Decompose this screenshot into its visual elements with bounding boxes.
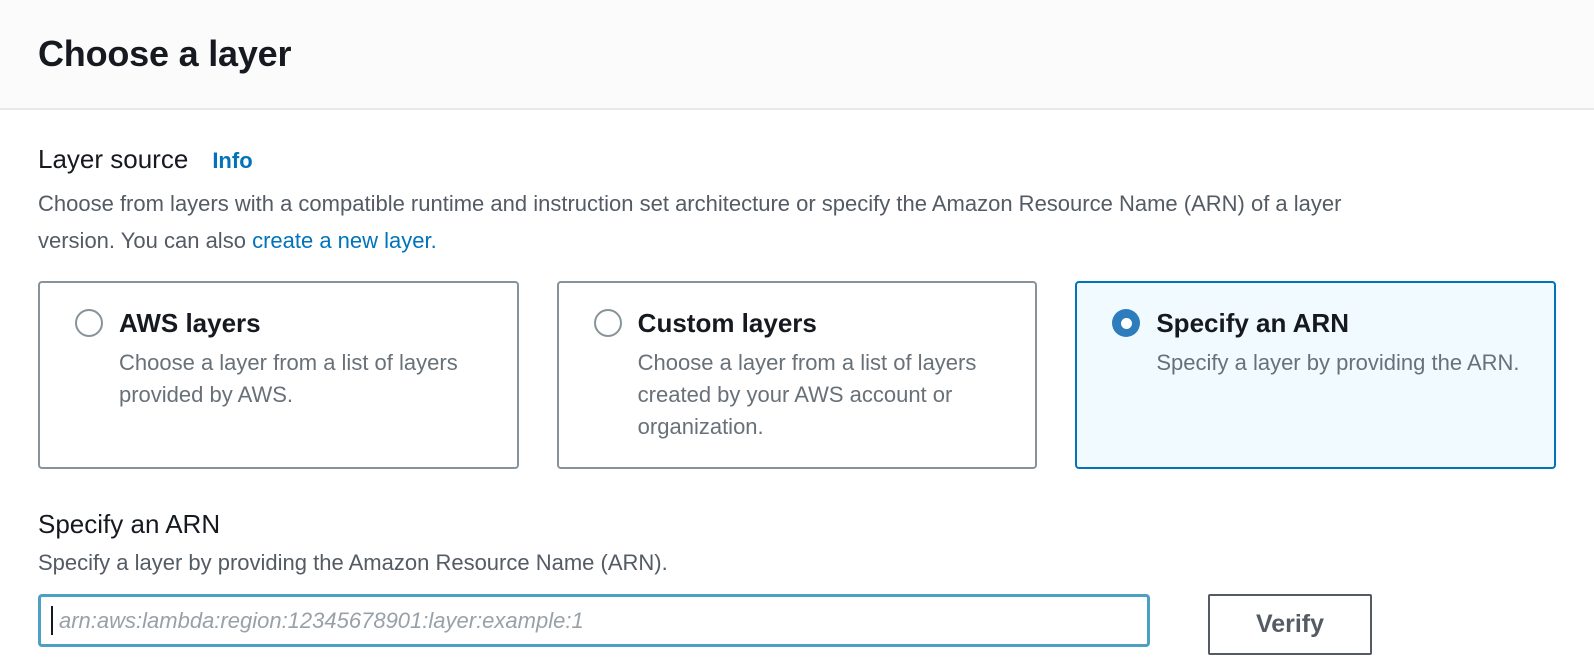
layer-source-description: Choose from layers with a compatible run…: [38, 185, 1556, 259]
arn-input-row: Verify: [38, 594, 1556, 655]
radio-unselected-icon[interactable]: [75, 309, 103, 337]
option-title: AWS layers: [119, 308, 261, 338]
info-link[interactable]: Info: [212, 148, 253, 173]
dialog-body: Layer source Info Choose from layers wit…: [0, 110, 1594, 655]
layer-source-label-row: Layer source Info: [38, 144, 1556, 175]
description-line2: version. You can also: [38, 228, 246, 253]
text-cursor: [51, 606, 53, 635]
create-new-layer-link[interactable]: create a new layer.: [252, 228, 437, 253]
layer-source-label: Layer source: [38, 144, 189, 174]
arn-input[interactable]: [38, 594, 1150, 647]
option-description: Choose a layer from a list of layers pro…: [119, 350, 458, 407]
radio-unselected-icon[interactable]: [593, 309, 622, 337]
page-title: Choose a layer: [38, 33, 292, 74]
specify-arn-title: Specify an ARN: [38, 509, 221, 539]
radio-selected-icon[interactable]: [1112, 309, 1141, 337]
layer-source-option-aws-layers[interactable]: AWS layers Choose a layer from a list of…: [38, 281, 519, 469]
option-description: Choose a layer from a list of layers cre…: [637, 350, 977, 439]
specify-arn-description: Specify a layer by providing the Amazon …: [38, 550, 668, 575]
dialog-header: Choose a layer: [0, 0, 1594, 110]
verify-button[interactable]: Verify: [1208, 594, 1372, 655]
description-line1: Choose from layers with a compatible run…: [38, 191, 1342, 216]
specify-arn-section: Specify an ARN Specify a layer by provid…: [38, 509, 1556, 655]
option-title: Custom layers: [637, 308, 817, 338]
arn-input-wrapper: [38, 594, 1150, 647]
layer-source-option-custom-layers[interactable]: Custom layers Choose a layer from a list…: [556, 281, 1038, 469]
layer-source-options: AWS layers Choose a layer from a list of…: [38, 281, 1557, 469]
option-title: Specify an ARN: [1156, 308, 1349, 338]
option-description: Specify a layer by providing the ARN.: [1156, 350, 1520, 375]
layer-source-option-specify-arn[interactable]: Specify an ARN Specify a layer by provid…: [1075, 281, 1557, 469]
